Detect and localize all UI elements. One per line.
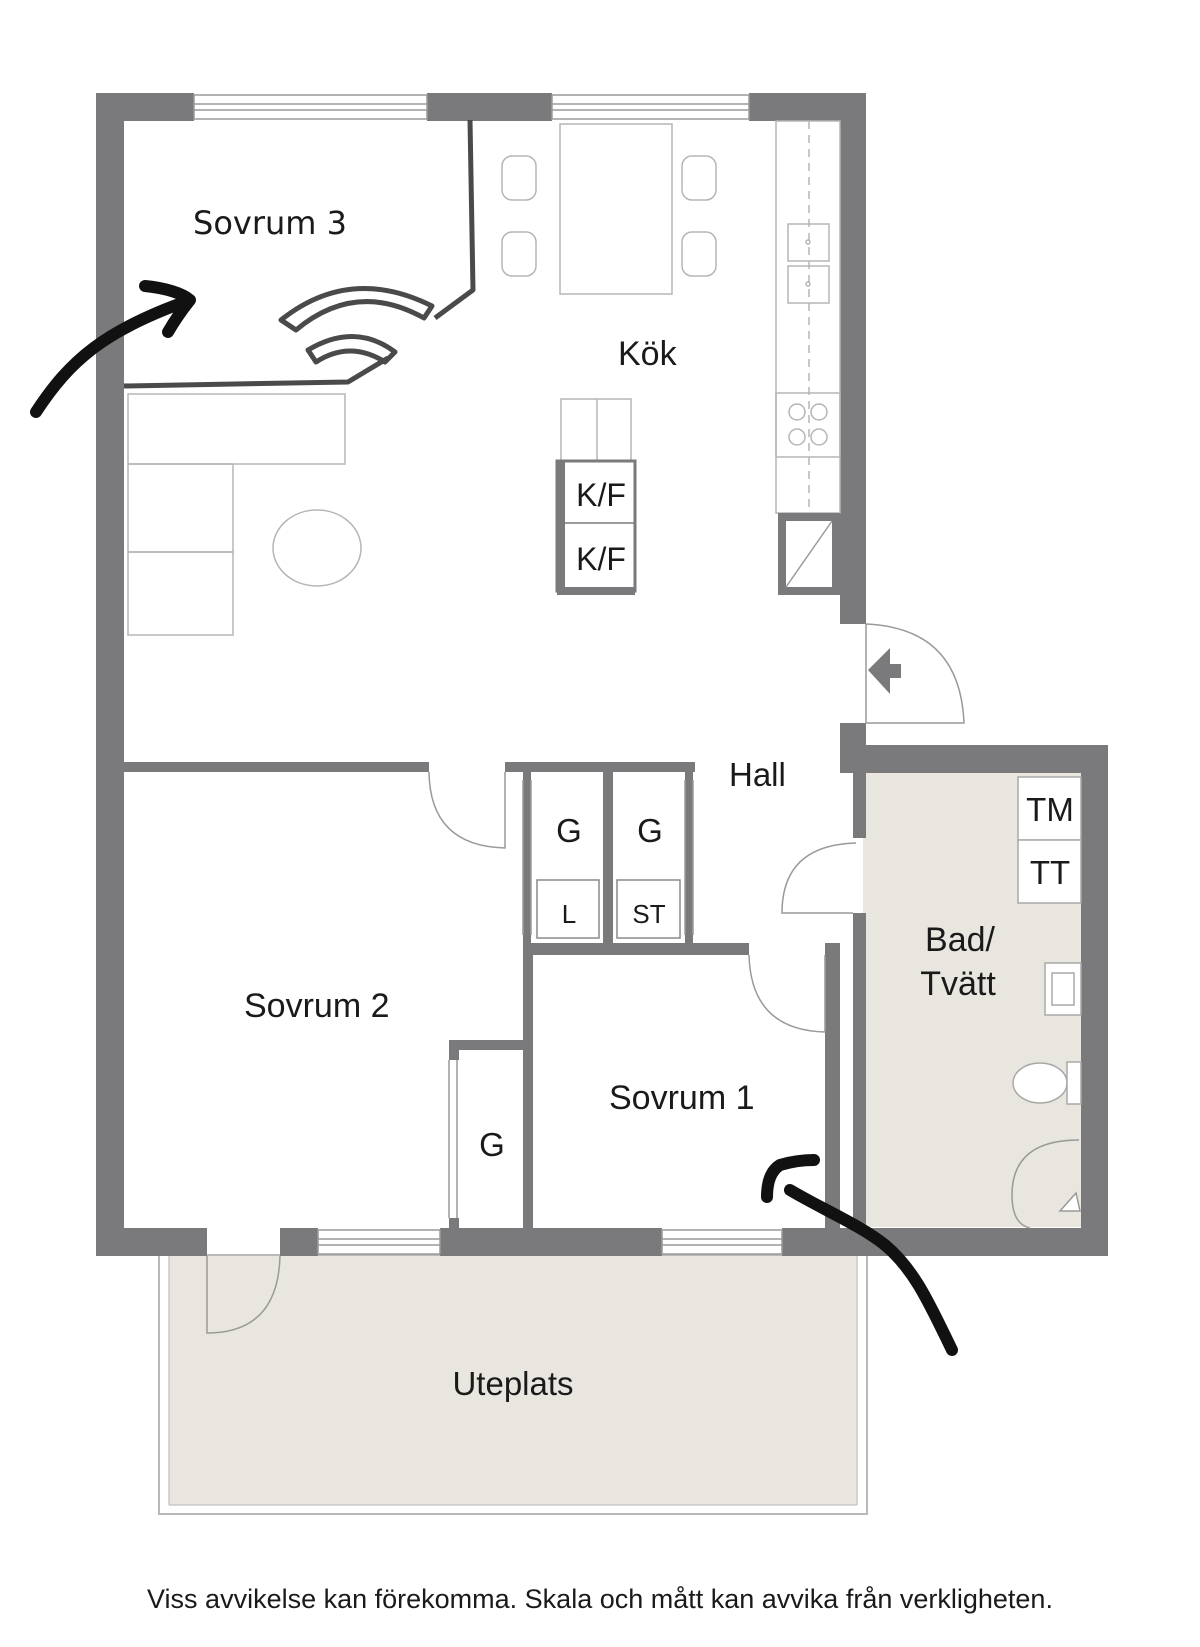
window bbox=[317, 1229, 441, 1255]
interior-walls bbox=[124, 762, 866, 1228]
room-labels: Sovrum 3 Kök Hall Sovrum 2 Sovrum 1 Bad/… bbox=[193, 204, 996, 1402]
label-hall: Hall bbox=[729, 756, 786, 793]
label-dryer: TT bbox=[1030, 854, 1070, 891]
stove bbox=[775, 392, 841, 458]
kitchen-fixtures bbox=[127, 120, 841, 636]
label-linen: L bbox=[562, 899, 576, 929]
sofa bbox=[127, 393, 346, 465]
label-fridge2: K/F bbox=[576, 541, 626, 577]
chair bbox=[501, 231, 537, 277]
entrance-arrow-icon bbox=[868, 648, 901, 694]
patio-floor bbox=[169, 1255, 857, 1505]
sovrum1-door bbox=[748, 954, 826, 1033]
window bbox=[193, 94, 428, 120]
label-uteplats: Uteplats bbox=[452, 1365, 573, 1402]
sovrum3-partition bbox=[123, 119, 476, 389]
chair bbox=[681, 155, 717, 201]
entrance-door bbox=[865, 623, 965, 724]
bathroom-sink bbox=[1044, 962, 1082, 1016]
toilet bbox=[1012, 1062, 1068, 1104]
dining-table bbox=[559, 123, 673, 295]
label-closet-g2: G bbox=[637, 812, 663, 849]
label-sovrum3: Sovrum 3 bbox=[193, 204, 347, 242]
chair bbox=[681, 231, 717, 277]
coffee-table bbox=[272, 509, 362, 587]
bathroom-door bbox=[781, 842, 857, 914]
window bbox=[661, 1229, 783, 1255]
chair bbox=[501, 155, 537, 201]
windows bbox=[193, 94, 783, 1255]
label-sovrum2: Sovrum 2 bbox=[244, 987, 390, 1025]
closet-boxes bbox=[536, 879, 681, 939]
label-closet-g1: G bbox=[556, 812, 582, 849]
doors bbox=[206, 623, 1080, 1334]
drain-icon bbox=[1058, 1191, 1081, 1212]
dryer bbox=[1017, 839, 1082, 904]
label-washer: TM bbox=[1026, 791, 1074, 828]
arrow-to-sovrum1-icon bbox=[761, 1154, 958, 1356]
annotation-arrows bbox=[30, 280, 958, 1356]
label-fridge1: K/F bbox=[576, 477, 626, 513]
washer bbox=[1017, 776, 1082, 841]
label-sovrum1: Sovrum 1 bbox=[609, 1079, 755, 1117]
shower-arc bbox=[1011, 1139, 1080, 1229]
sovrum2-door bbox=[428, 771, 506, 849]
fixture-labels: K/F K/F G G G L ST TM TT bbox=[479, 477, 1074, 1163]
floor-fills bbox=[169, 772, 1107, 1505]
label-storage: ST bbox=[632, 899, 665, 929]
exterior-walls bbox=[96, 93, 1108, 1256]
closet-doors bbox=[448, 780, 694, 1218]
bathroom-fixtures bbox=[1012, 776, 1082, 1105]
label-kok: Kök bbox=[618, 335, 678, 373]
label-tvatt: Tvätt bbox=[920, 965, 996, 1003]
fridge-freezer-unit bbox=[555, 459, 637, 595]
disclaimer-text: Viss avvikelse kan förekomma. Skala och … bbox=[147, 1584, 1053, 1614]
label-bad: Bad/ bbox=[925, 921, 995, 959]
label-closet-g3: G bbox=[479, 1126, 505, 1163]
kitchen-sink bbox=[787, 223, 830, 262]
pantry-cabinet bbox=[778, 513, 840, 595]
arrow-to-sovrum3-icon bbox=[30, 280, 196, 418]
window bbox=[551, 94, 750, 120]
patio-door bbox=[206, 1255, 281, 1334]
